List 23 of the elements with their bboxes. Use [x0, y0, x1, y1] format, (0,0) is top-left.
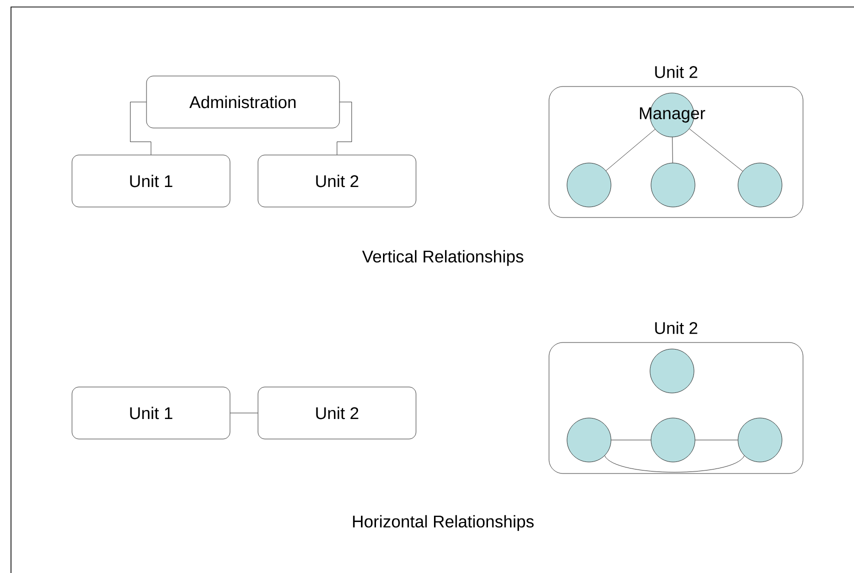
group-heading: Unit 2	[655, 66, 698, 78]
connector-line	[230, 412, 258, 414]
circle	[566, 418, 612, 462]
unit-box: Unit 2	[258, 386, 416, 440]
circle	[650, 418, 696, 462]
section-caption: Horizontal Relationships	[353, 515, 534, 531]
unit-box: Unit 1	[72, 154, 230, 208]
connector-line	[604, 456, 745, 472]
group-heading: Unit 2	[655, 322, 698, 334]
circle	[650, 348, 694, 394]
section-caption: Vertical Relationships	[362, 250, 524, 266]
unit-box: Administration	[146, 76, 340, 128]
unit-box: Unit 1	[72, 386, 230, 440]
circle	[738, 418, 782, 462]
connector-line	[336, 102, 352, 155]
connector-line	[672, 137, 673, 163]
connector-line	[130, 102, 152, 155]
connector-line	[606, 129, 656, 171]
circle	[650, 162, 696, 208]
circle	[738, 162, 782, 208]
circle	[566, 162, 612, 208]
connector-line	[689, 128, 743, 172]
unit-box: Unit 2	[258, 154, 416, 208]
